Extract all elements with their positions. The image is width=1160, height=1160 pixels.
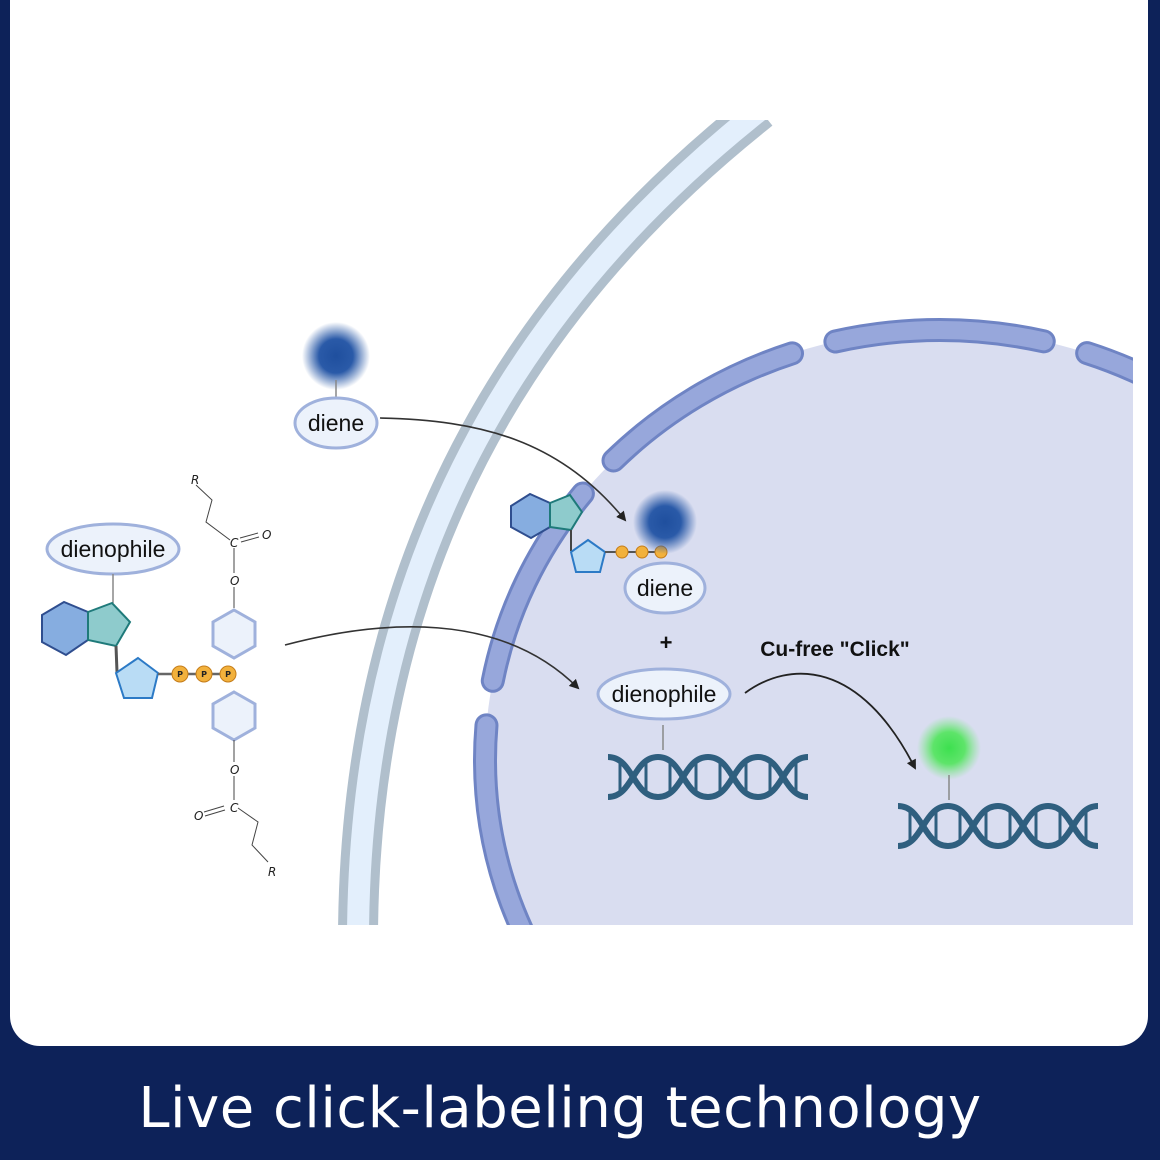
phosphate-label: P: [177, 670, 183, 679]
chem-c: C: [230, 536, 239, 550]
chem-r: R: [191, 473, 199, 487]
dienophile-inside-label: dienophile: [612, 681, 717, 707]
dienophile-outside-label: dienophile: [61, 536, 166, 562]
phosphate-label: P: [225, 670, 231, 679]
chem-r: R: [268, 865, 276, 879]
dienophile-inside-bubble: [596, 667, 732, 721]
dienophile-nucleotide-inside: [510, 492, 668, 573]
dienophile-chemical-structure: [195, 484, 269, 863]
chem-o: O: [262, 528, 271, 542]
diene-dye-inside: [633, 490, 697, 554]
cell-membrane: [338, 120, 773, 925]
click-reaction-arrow: [744, 672, 916, 770]
dienophile-entry-arrow: [284, 626, 580, 690]
chem-o: O: [230, 574, 239, 588]
chem-c: C: [230, 801, 239, 815]
diene-outside-label: diene: [308, 410, 364, 436]
chem-o: O: [194, 809, 203, 823]
dienophile-nucleotide-outside: dienophile P P P: [41, 522, 237, 699]
diene-inside-bubble: [623, 561, 707, 615]
diene-inside-label: diene: [637, 575, 693, 601]
phosphate-label: P: [201, 670, 207, 679]
plus-sign: +: [660, 630, 673, 655]
fluorescent-product-dye: [917, 716, 981, 780]
diene-entry-arrow: [379, 417, 627, 522]
nucleus: [473, 318, 1133, 925]
diene-dye-outside: [302, 322, 370, 390]
page-title: Live click-labeling technology: [138, 1076, 982, 1141]
reaction-label: Cu-free "Click": [760, 638, 909, 661]
diene-outside-bubble: [293, 396, 379, 450]
chem-o: O: [230, 763, 239, 777]
